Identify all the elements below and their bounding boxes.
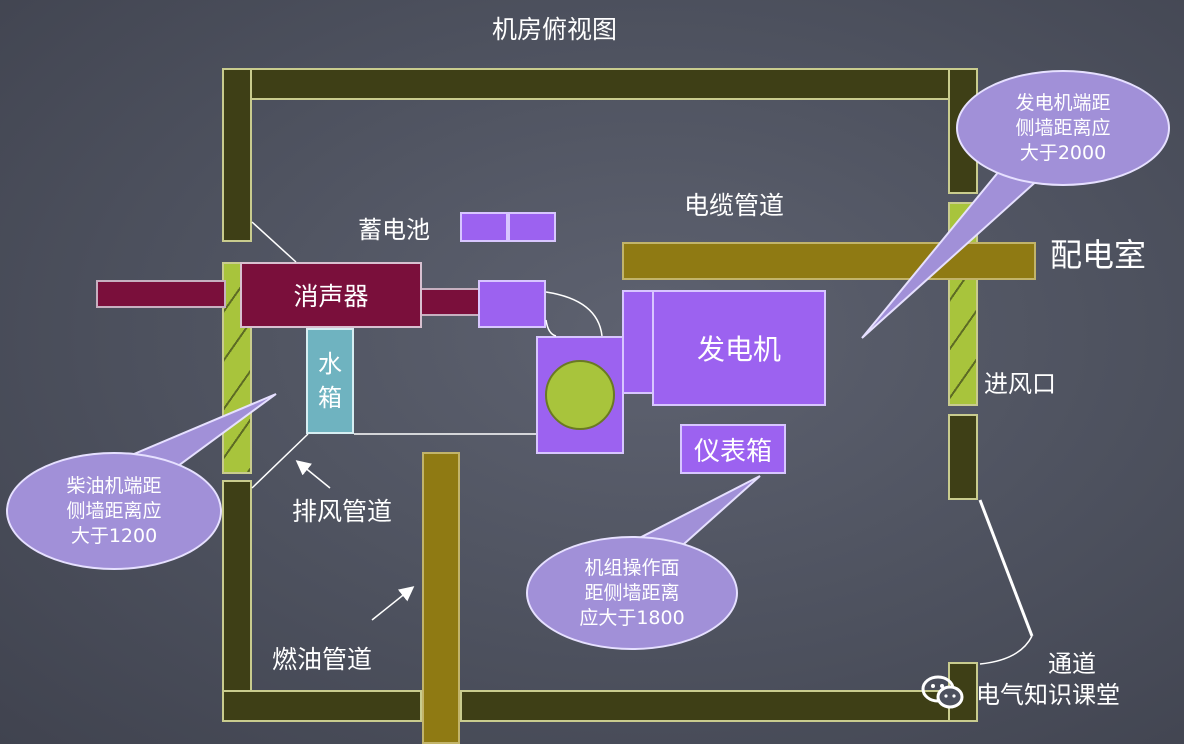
callout-tail-generator [861, 168, 1043, 339]
callout-diesel-end: 柴油机端距 侧墙距离应 大于1200 [6, 452, 222, 570]
turbocharger [478, 280, 546, 328]
leader-line-exhaust [251, 433, 309, 489]
muffler-label: 消声器 [293, 282, 369, 311]
instrument-box: 仪表箱 [680, 424, 786, 474]
wall-left-upper [222, 68, 252, 242]
cable-duct-label: 电缆管道 [684, 191, 785, 220]
passage-line [978, 499, 1034, 637]
exhaust-arrow [295, 460, 331, 489]
cable-duct [622, 242, 1036, 280]
fuel-pipe-label: 燃油管道 [272, 645, 373, 674]
wall-right-lower [948, 414, 978, 500]
exhaust-pipe-outer [96, 280, 226, 308]
leader-line-muffler [251, 221, 297, 263]
water-tank: 水 箱 [306, 328, 354, 434]
pipe-line-turbo [545, 291, 603, 337]
wall-bottom-right [460, 690, 978, 722]
wechat-icon [921, 675, 964, 709]
watermark: 电气知识课堂 [920, 672, 1120, 712]
air-inlet-label: 进风口 [984, 370, 1056, 398]
muffler: 消声器 [240, 262, 422, 328]
instrument-box-label: 仪表箱 [693, 436, 772, 467]
fuel-pipe [422, 452, 460, 744]
callout-generator-end: 发电机端距 侧墙距离应 大于2000 [956, 70, 1170, 186]
wall-top [222, 68, 978, 100]
distribution-room-label: 配电室 [1050, 236, 1147, 274]
diagram-title: 机房俯视图 [492, 15, 618, 44]
battery-label: 蓄电池 [358, 216, 430, 244]
wall-bottom-left [222, 690, 422, 722]
generator-label: 发电机 [696, 333, 781, 366]
diesel-engine [536, 336, 624, 454]
engine-circle [545, 360, 615, 430]
battery-cell-2 [508, 212, 556, 242]
generator: 发电机 [652, 290, 826, 406]
watermark-text: 电气知识课堂 [976, 680, 1120, 709]
battery-cell-1 [460, 212, 508, 242]
fuel-arrow [371, 586, 415, 621]
water-tank-label: 水 箱 [318, 350, 342, 412]
passage-label: 通道 [1048, 650, 1096, 678]
exhaust-duct-label: 排风管道 [292, 497, 393, 526]
callout-operation-side: 机组操作面 距侧墙距离 应大于1800 [526, 536, 738, 650]
